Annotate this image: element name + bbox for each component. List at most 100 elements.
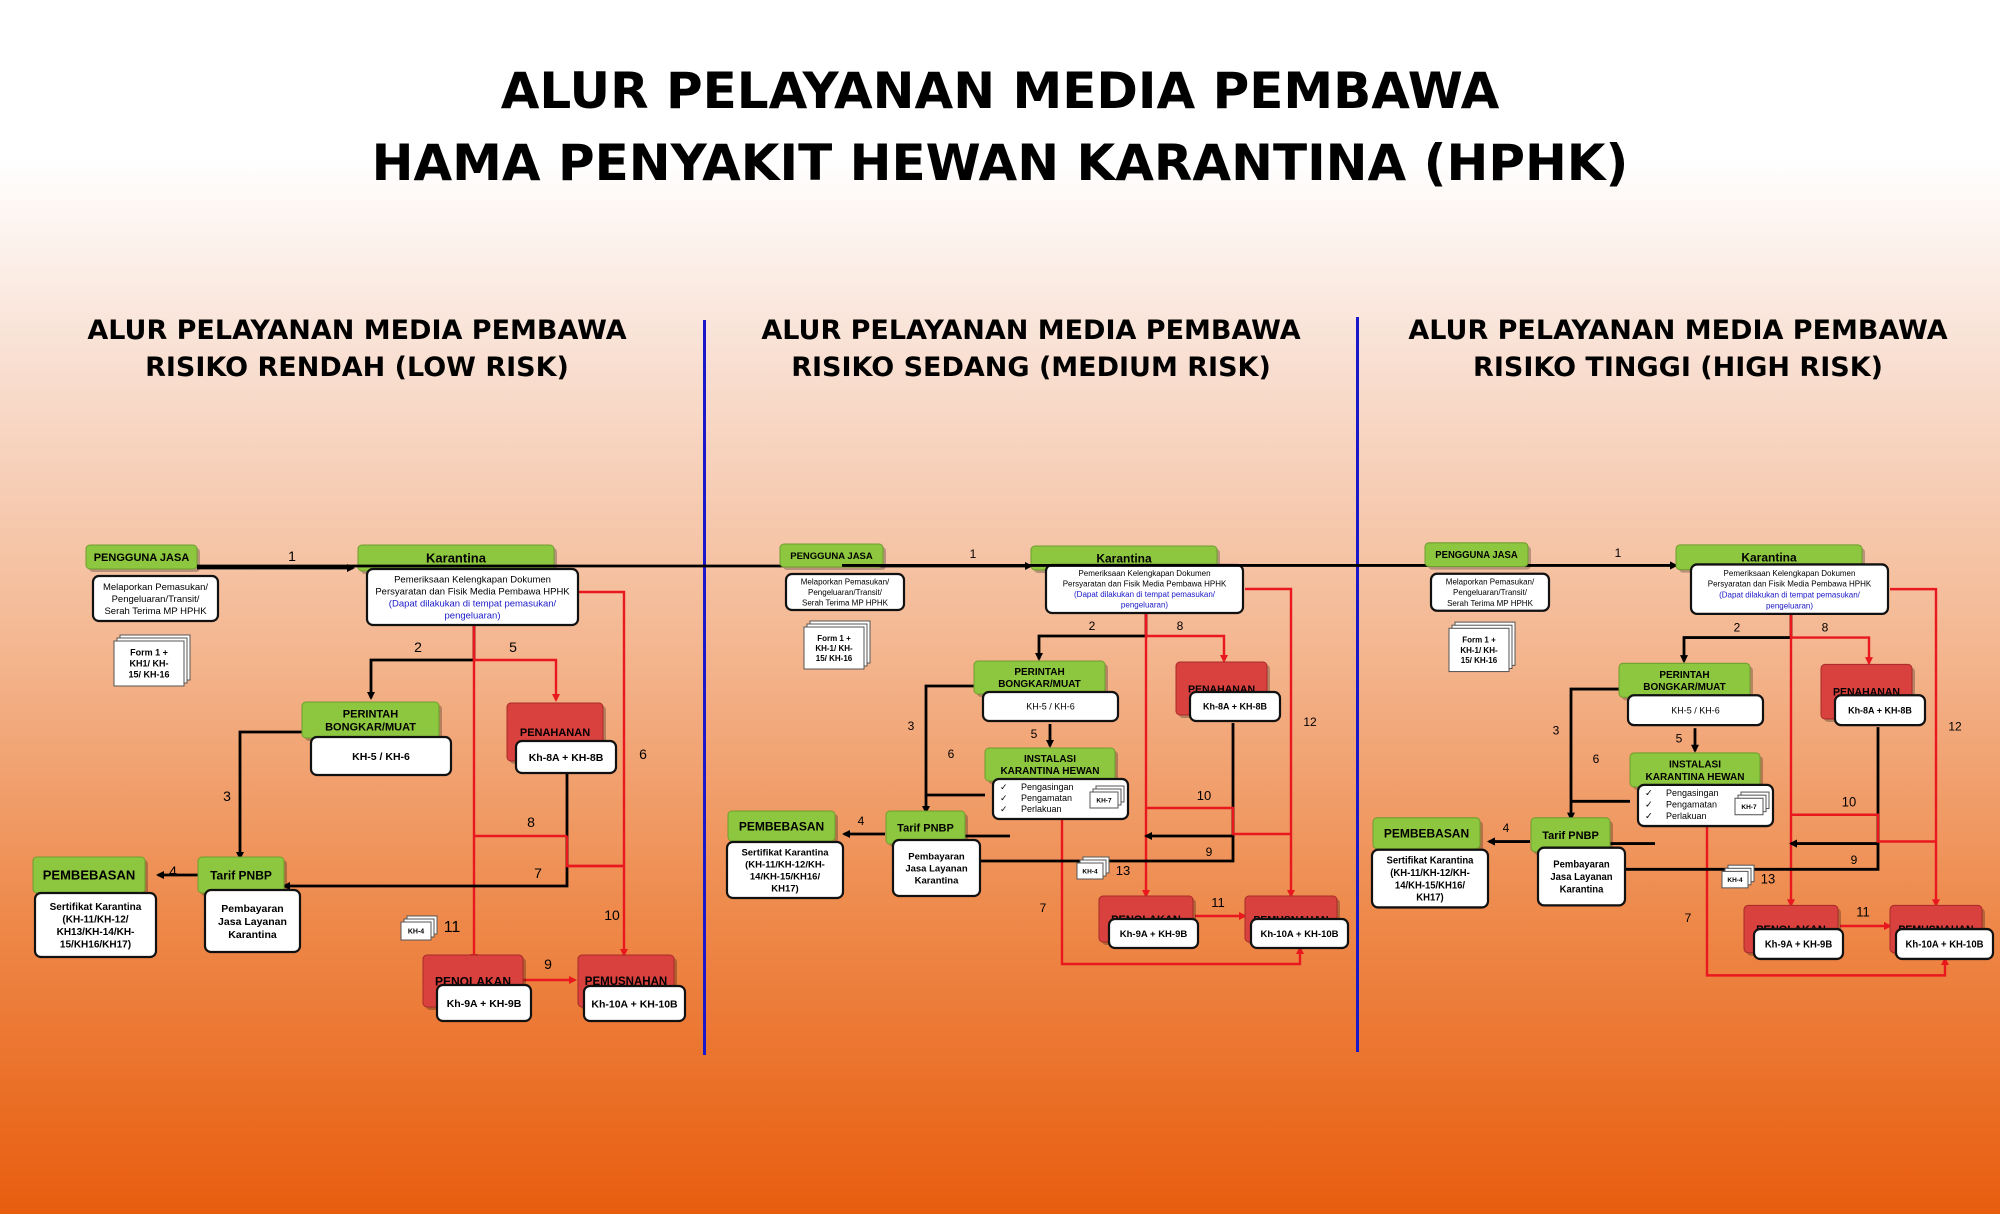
melapor-box-frame	[1429, 572, 1551, 612]
kh7-document: KH-7	[1734, 791, 1770, 816]
pemeriksaan-box-note: (Dapat dilakukan di tempat pemasukan/	[389, 598, 557, 609]
sertifikat-box-text: Sertifikat Karantina	[1387, 855, 1475, 866]
section-title-medium: ALUR PELAYANAN MEDIA PEMBAWA RISIKO SEDA…	[731, 312, 1331, 386]
pembebasan-header: PEMBEBASAN	[32, 856, 148, 896]
step-number: 9	[1206, 845, 1213, 859]
step-number: 3	[223, 788, 231, 804]
form-document-label: 15/ KH-16	[128, 670, 169, 680]
kh5-box: KH-5 / KH-6	[981, 690, 1120, 723]
check-icon: ✓	[1000, 793, 1008, 803]
kh10-box-text: Kh-10A + KH-10B	[591, 998, 678, 1010]
kh5-box: KH-5 / KH-6	[1626, 694, 1765, 727]
karantina-header-label: Karantina	[1741, 551, 1797, 565]
kh10-box-frame	[582, 984, 687, 1023]
pembebasan-header-label: PEMBEBASAN	[739, 819, 824, 833]
kh9-box-frame	[435, 983, 533, 1023]
kh8-box-frame	[1833, 694, 1927, 727]
flow-arrow-red	[578, 590, 628, 957]
instalasi-item: Perlakuan	[1666, 811, 1706, 821]
pengguna-jasa-header-label: PENGGUNA JASA	[790, 551, 873, 562]
document-sheet	[1734, 797, 1764, 816]
tarif-pnbp-header-label: Tarif PNBP	[210, 868, 272, 882]
perintah-bongkar-header-label: BONGKAR/MUAT	[325, 721, 416, 733]
kh8-box-text: Kh-8A + KH-8B	[1848, 705, 1912, 715]
page-title-line2: HAMA PENYAKIT HEWAN KARANTINA (HPHK)	[371, 134, 1629, 192]
kh10-box: Kh-10A + KH-10B	[582, 984, 687, 1023]
kh9-box: Kh-9A + KH-9B	[435, 983, 533, 1023]
step-number: 3	[1553, 723, 1560, 737]
sertifikat-box-text: Sertifikat Karantina	[50, 902, 142, 913]
kh8-box-text: Kh-8A + KH-8B	[529, 752, 604, 764]
section-title-low: ALUR PELAYANAN MEDIA PEMBAWA RISIKO REND…	[57, 312, 657, 386]
document-sheet	[1721, 870, 1749, 889]
sertifikat-box-text: (KH-11/KH-12/KH-	[745, 859, 825, 870]
sertifikat-box-text: 14/KH-15/KH16/	[1395, 880, 1465, 891]
form-document-label: KH-1/ KH-	[815, 644, 853, 653]
kh10-box-frame	[1894, 927, 1995, 961]
kh4-document-label: KH-4	[1082, 868, 1098, 875]
kh10-box: Kh-10A + KH-10B	[1894, 927, 1995, 961]
step-number: 8	[1177, 619, 1184, 633]
kh5-box-frame	[309, 735, 453, 777]
pemeriksaan-box-note: pengeluaran)	[1766, 601, 1813, 610]
sertifikat-box: Sertifikat Karantina(KH-11/KH-12/KH13/KH…	[33, 891, 158, 959]
section-title-high: ALUR PELAYANAN MEDIA PEMBAWA RISIKO TING…	[1378, 312, 1978, 386]
kh9-box-text: Kh-9A + KH-9B	[1765, 939, 1832, 950]
pembayaran-box-text: Jasa Layanan	[905, 863, 968, 874]
pengguna-jasa-header-label: PENGGUNA JASA	[94, 552, 190, 564]
section-title-low-line1: ALUR PELAYANAN MEDIA PEMBAWA	[87, 315, 627, 346]
step-number: 5	[1676, 731, 1683, 745]
section-title-high-line2: RISIKO TINGGI (HIGH RISK)	[1473, 352, 1883, 383]
melapor-box-text: Serah Terima MP HPHK	[1447, 599, 1533, 608]
flow-arrow-red	[1146, 806, 1291, 836]
melapor-box-text: Serah Terima MP HPHK	[802, 598, 889, 607]
step-number: 8	[1822, 620, 1829, 634]
karantina-header-label: Karantina	[1096, 551, 1152, 565]
kh7-document-label: KH-7	[1741, 804, 1756, 811]
flow-arrow-red	[1705, 827, 1949, 977]
kh5-box-text: KH-5 / KH-6	[1026, 702, 1075, 712]
melapor-box-text: Melaporkan Pemasukan/	[801, 577, 890, 586]
flow-arrow-red	[1890, 587, 1940, 908]
header-fill	[85, 544, 198, 570]
flow-arrow-black	[1567, 687, 1628, 821]
melapor-box-text: Melaporkan Pemasukan/	[103, 582, 208, 593]
step-number: 12	[1948, 719, 1962, 733]
pengguna-jasa-header: PENGGUNA JASA	[1424, 542, 1531, 570]
form-document-label: KH1/ KH-	[129, 659, 168, 669]
instalasi-karantina-header-label: INSTALASI	[1024, 754, 1076, 765]
melapor-box-text: Melaporkan Pemasukan/	[1446, 577, 1535, 586]
step-number: 12	[1303, 715, 1317, 729]
flow-arrow-red	[1060, 820, 1304, 966]
pembayaran-box-text: Pembayaran	[221, 903, 283, 915]
pembayaran-box-text: Pembayaran	[1553, 860, 1610, 871]
kh8-box: Kh-8A + KH-8B	[1833, 694, 1927, 727]
melapor-box-frame	[784, 572, 906, 612]
sertifikat-box-text: 15/KH16/KH17)	[60, 939, 131, 950]
sertifikat-box-text: (KH-11/KH-12/	[62, 914, 128, 925]
check-icon: ✓	[1000, 804, 1008, 814]
pemeriksaan-box-note: pengeluaran)	[445, 610, 501, 621]
pengguna-jasa-header-label: PENGGUNA JASA	[1435, 550, 1517, 561]
flow-arrow-black	[367, 625, 476, 700]
tarif-pnbp-header-label: Tarif PNBP	[897, 822, 954, 834]
step-number: 5	[509, 639, 517, 655]
section-divider	[703, 320, 706, 1055]
step-number: 6	[1593, 752, 1600, 766]
step-number: 7	[534, 865, 542, 881]
pembebasan-header-label: PEMBEBASAN	[43, 868, 135, 883]
kh5-box: KH-5 / KH-6	[309, 735, 453, 777]
tarif-pnbp-header: Tarif PNBP	[1530, 817, 1613, 855]
step-number: 13	[1761, 872, 1775, 887]
kh5-box-text: KH-5 / KH-6	[352, 751, 410, 763]
form-document-label: Form 1 +	[817, 634, 851, 643]
step-number: 4	[858, 814, 865, 828]
pemeriksaan-box-text: Persyaratan dan Fisik Media Pembawa HPHK	[1063, 580, 1227, 589]
kh9-box-frame	[1107, 917, 1200, 950]
step-number: 6	[948, 747, 955, 761]
